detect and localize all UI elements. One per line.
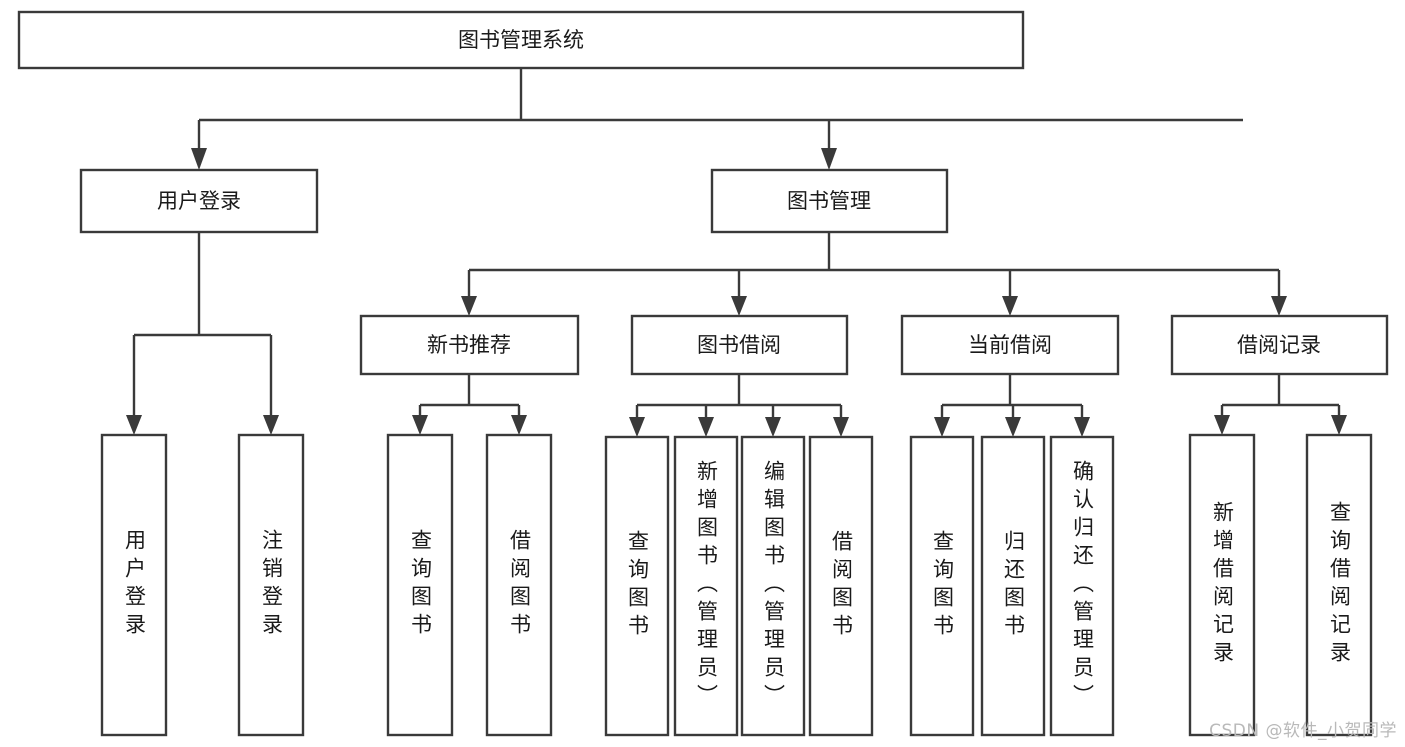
node-book-manage[interactable]: 图书管理 [710, 168, 949, 234]
leaf-add-book-rect[interactable] [673, 435, 739, 737]
leaf-user-login-rect[interactable] [100, 433, 168, 737]
node-new-book-rec[interactable]: 新书推荐 [359, 314, 580, 376]
node-book-borrow-rect[interactable] [630, 314, 849, 376]
arrowhead-leaf-user-login [126, 415, 142, 435]
leaf-borrow-book-rec-rect[interactable] [485, 433, 553, 737]
node-current-borrow-label: 当前借阅 [968, 333, 1052, 357]
node-user-login-rect[interactable] [79, 168, 319, 234]
arrowhead-book-borrow [731, 296, 747, 316]
arrowhead-leaf-query-book-rec [412, 415, 428, 435]
arrowhead-user-login [191, 148, 207, 170]
node-new-book-rec-rect[interactable] [359, 314, 580, 376]
leaf-query-book-borrow-rect[interactable] [604, 435, 670, 737]
leaf-borrow-book-rect[interactable] [808, 435, 874, 737]
node-user-login-label: 用户登录 [157, 189, 241, 213]
connector-book-borrow-to-leaves [629, 374, 849, 437]
node-borrow-record[interactable]: 借阅记录 [1170, 314, 1389, 376]
node-root-rect[interactable] [17, 10, 1025, 70]
leaf-confirm-return-rect[interactable] [1049, 435, 1115, 737]
arrowhead-leaf-return-book [1005, 417, 1021, 437]
node-book-borrow[interactable]: 图书借阅 [630, 314, 849, 376]
connector-book-manage-to-level3 [461, 232, 1287, 316]
leaf-query-book-current-rect[interactable] [909, 435, 975, 737]
arrowhead-leaf-add-book [698, 417, 714, 437]
connector-current-borrow-to-leaves [934, 374, 1090, 437]
arrowhead-leaf-edit-book [765, 417, 781, 437]
csdn-watermark: CSDN @软件_小贺同学 [1209, 721, 1397, 741]
leaf-query-book-rec-rect[interactable] [386, 433, 454, 737]
connector-new-book-rec-to-leaves [412, 374, 527, 435]
leaf-query-record-rect[interactable] [1305, 433, 1373, 737]
node-book-borrow-label: 图书借阅 [697, 333, 781, 357]
node-current-borrow[interactable]: 当前借阅 [900, 314, 1120, 376]
arrowhead-leaf-confirm-return [1074, 417, 1090, 437]
node-new-book-rec-label: 新书推荐 [427, 333, 511, 357]
arrowhead-leaf-query-book-borrow [629, 417, 645, 437]
leaf-edit-book-rect[interactable] [740, 435, 806, 737]
leaf-logout-rect[interactable] [237, 433, 305, 737]
node-book-manage-label: 图书管理 [787, 189, 871, 213]
arrowhead-leaf-query-book-current [934, 417, 950, 437]
arrowhead-current-borrow [1002, 296, 1018, 316]
arrowhead-borrow-record [1271, 296, 1287, 316]
arrowhead-new-book-rec [461, 296, 477, 316]
node-root-label: 图书管理系统 [458, 28, 584, 52]
node-root[interactable]: 图书管理系统 [17, 10, 1025, 70]
node-user-login[interactable]: 用户登录 [79, 168, 319, 234]
node-current-borrow-rect[interactable] [900, 314, 1120, 376]
node-borrow-record-rect[interactable] [1170, 314, 1389, 376]
arrowhead-leaf-borrow-book [833, 417, 849, 437]
arrowhead-leaf-add-record [1214, 415, 1230, 435]
connector-root-to-level2 [191, 68, 1243, 170]
connector-user-login-to-leaves [126, 232, 279, 435]
arrowhead-book-manage [821, 148, 837, 170]
node-book-manage-rect[interactable] [710, 168, 949, 234]
connector-borrow-record-to-leaves [1214, 374, 1347, 435]
leaf-rects [100, 433, 1373, 737]
arrowhead-leaf-borrow-book-rec [511, 415, 527, 435]
arrowhead-leaf-query-record [1331, 415, 1347, 435]
leaf-add-record-rect[interactable] [1188, 433, 1256, 737]
leaf-return-book-rect[interactable] [980, 435, 1046, 737]
node-borrow-record-label: 借阅记录 [1237, 333, 1321, 357]
arrowhead-leaf-logout [263, 415, 279, 435]
